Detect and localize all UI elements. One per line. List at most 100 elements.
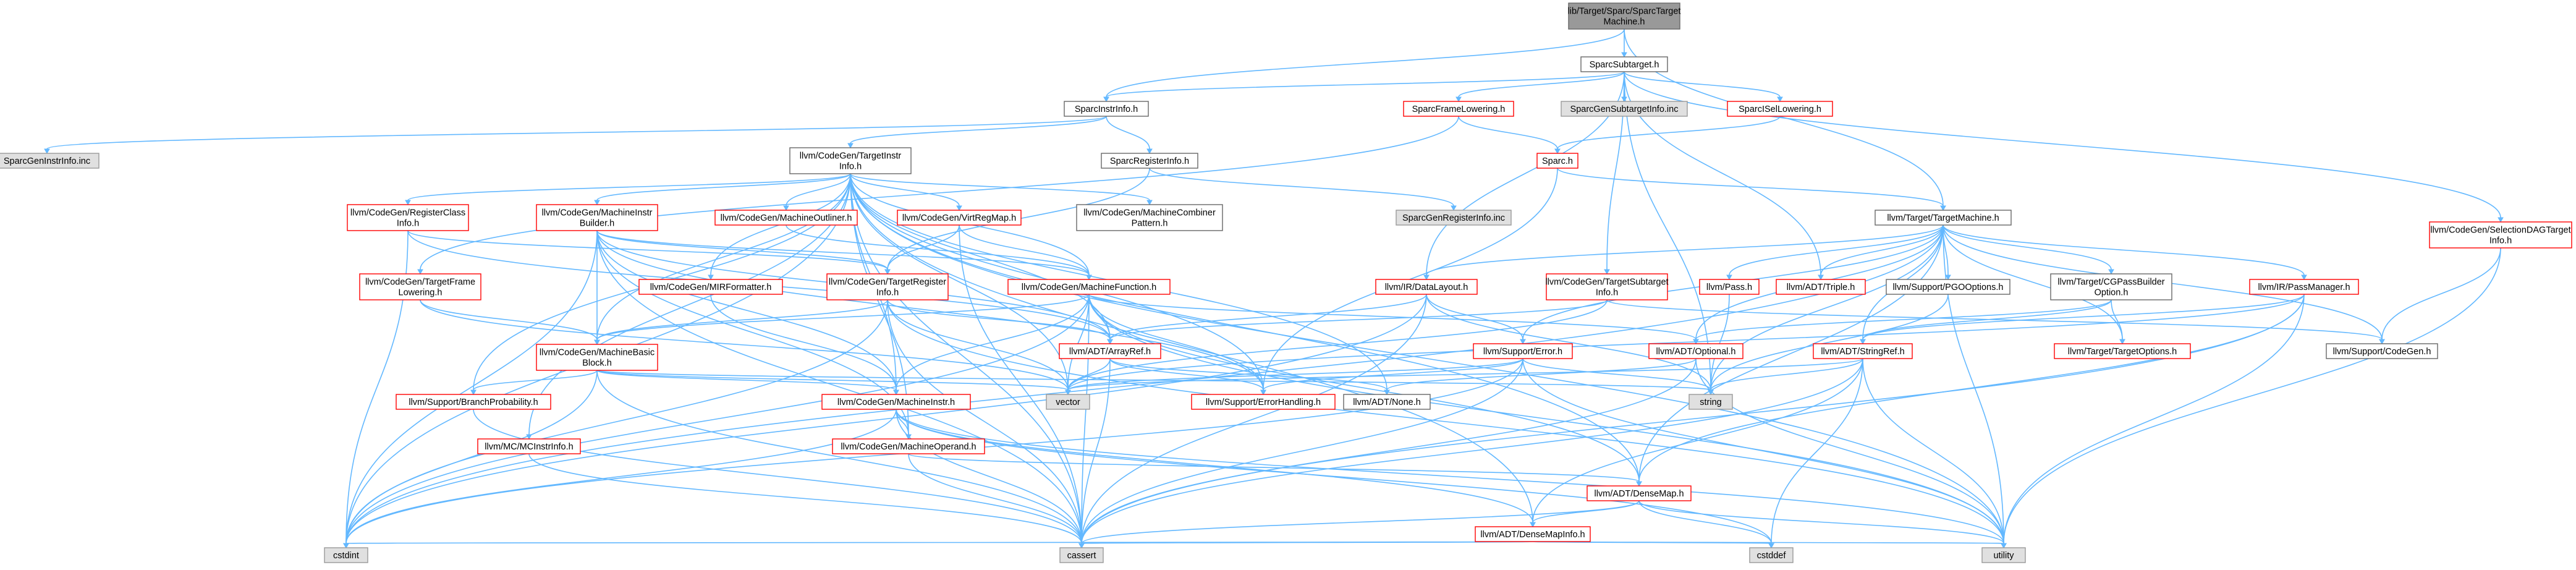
node-box [1007, 279, 1171, 295]
include-edge-arrowhead [1726, 274, 1732, 281]
graph-node-pgo[interactable]: llvm/Support/PGOOptions.h [1886, 279, 2010, 295]
graph-node-virtreg[interactable]: llvm/CodeGen/VirtRegMap.h [897, 210, 1022, 226]
include-edge [596, 294, 1090, 341]
graph-node-errhandling[interactable]: llvm/Support/ErrorHandling.h [1191, 394, 1336, 410]
graph-node-densemap[interactable]: llvm/ADT/DenseMap.h [1587, 485, 1692, 501]
graph-node-error[interactable]: llvm/Support/Error.h [1473, 343, 1573, 359]
node-box [789, 147, 912, 174]
node-box [1375, 279, 1478, 295]
node-box [1813, 343, 1913, 359]
include-edge [596, 370, 1082, 544]
graph-node-instrinfo[interactable]: SparcInstrInfo.h [1064, 101, 1149, 117]
node-box [1981, 547, 2026, 563]
graph-node-sparch[interactable]: Sparc.h [1536, 153, 1578, 169]
node-label: llvm/Support/ErrorHandling.h [1206, 398, 1321, 407]
graph-node-densemapinfo[interactable]: llvm/ADT/DenseMapInfo.h [1475, 526, 1591, 542]
node-box [2429, 221, 2572, 249]
node-label: SparcSubtarget.h [1590, 60, 1659, 70]
include-edge [1067, 358, 1523, 391]
graph-node-branchprob[interactable]: llvm/Support/BranchProbability.h [396, 394, 551, 410]
include-edge [850, 116, 1107, 144]
node-label: Machine.h [1604, 17, 1645, 27]
graph-node-mirformatter[interactable]: llvm/CodeGen/MIRFormatter.h [638, 279, 783, 295]
graph-node-mf[interactable]: llvm/CodeGen/MachineFunction.h [1007, 279, 1171, 295]
node-label: vector [1056, 398, 1080, 407]
graph-node-pass[interactable]: llvm/Pass.h [1699, 279, 1760, 295]
include-edge [1081, 294, 1427, 544]
include-edge-arrowhead [1078, 543, 1085, 549]
node-label: llvm/ADT/DenseMap.h [1594, 489, 1684, 499]
include-edge [1081, 294, 2305, 544]
include-edge [887, 299, 1111, 340]
graph-node-machineinstr[interactable]: llvm/CodeGen/MachineInstr.h [821, 394, 971, 410]
include-edge [786, 224, 1090, 276]
include-edge [1458, 116, 1558, 150]
include-edge-arrowhead [893, 389, 899, 396]
graph-node-supcodegen[interactable]: llvm/Support/CodeGen.h [2326, 343, 2438, 359]
include-edge [1771, 358, 1863, 544]
node-box [1191, 394, 1336, 410]
graph-node-passmgr[interactable]: llvm/IR/PassManager.h [2249, 279, 2359, 295]
graph-node-outliner[interactable]: llvm/CodeGen/MachineOutliner.h [714, 210, 858, 226]
include-edge [1624, 71, 1781, 98]
include-edge [1088, 294, 1697, 340]
include-edge [887, 299, 1069, 391]
include-edge [1522, 358, 1711, 391]
include-edge [473, 409, 1082, 544]
graph-node-framelow[interactable]: SparcFrameLowering.h [1403, 101, 1514, 117]
graph-node-datalayout[interactable]: llvm/IR/DataLayout.h [1375, 279, 1478, 295]
graph-node-optional[interactable]: llvm/ADT/Optional.h [1648, 343, 1743, 359]
include-edge-arrowhead [1086, 274, 1092, 281]
include-edge [887, 299, 2004, 544]
node-box [1699, 279, 1760, 295]
node-label: Info.h [2489, 236, 2512, 246]
graph-node-none[interactable]: llvm/ADT/None.h [1343, 394, 1431, 410]
graph-node-targetoptions[interactable]: llvm/Target/TargetOptions.h [2054, 343, 2191, 359]
include-edge [1081, 358, 1111, 544]
include-edge-arrowhead [343, 543, 349, 549]
node-box [1343, 394, 1431, 410]
node-box [324, 547, 368, 563]
graph-node-triple[interactable]: llvm/ADT/Triple.h [1776, 279, 1866, 295]
node-label: Info.h [876, 288, 899, 298]
include-edge [1088, 294, 1264, 391]
graph-node-operand[interactable]: llvm/CodeGen/MachineOperand.h [832, 438, 985, 454]
include-edge-arrowhead [1777, 96, 1783, 103]
graph-node-reginfo[interactable]: SparcRegisterInfo.h [1101, 153, 1198, 169]
include-edge-arrowhead [1530, 522, 1536, 528]
node-box [1580, 56, 1668, 72]
graph-node-isellow[interactable]: SparcISelLowering.h [1727, 101, 1833, 117]
include-edge-arrowhead [2001, 543, 2007, 549]
include-edge-arrowhead [783, 205, 789, 211]
node-label: SparcRegisterInfo.h [1110, 156, 1189, 166]
include-edge-arrowhead [2108, 269, 2114, 275]
node-label: llvm/Support/PGOOptions.h [1893, 283, 2004, 292]
include-edge-arrowhead [1146, 200, 1153, 206]
include-edge [1606, 299, 2383, 340]
graph-node-targetmachine[interactable]: llvm/Target/TargetMachine.h [1875, 210, 2012, 226]
graph-node-subtarget[interactable]: SparcSubtarget.h [1580, 56, 1668, 72]
include-edge [1624, 71, 2501, 218]
include-edge [596, 173, 851, 341]
graph-node-stringref[interactable]: llvm/ADT/StringRef.h [1813, 343, 1913, 359]
node-label: utility [1993, 551, 2014, 561]
graph-node-arrayref[interactable]: llvm/ADT/ArrayRef.h [1059, 343, 1161, 359]
graph-node-mcinstr[interactable]: llvm/MC/MCInstrInfo.h [477, 438, 581, 454]
include-edge [1638, 294, 2305, 482]
include-edge [959, 224, 1090, 276]
node-label: Info.h [397, 219, 419, 229]
include-edge [1710, 224, 1944, 391]
node-box [1396, 210, 1512, 226]
node-label: Option.h [2095, 288, 2129, 298]
